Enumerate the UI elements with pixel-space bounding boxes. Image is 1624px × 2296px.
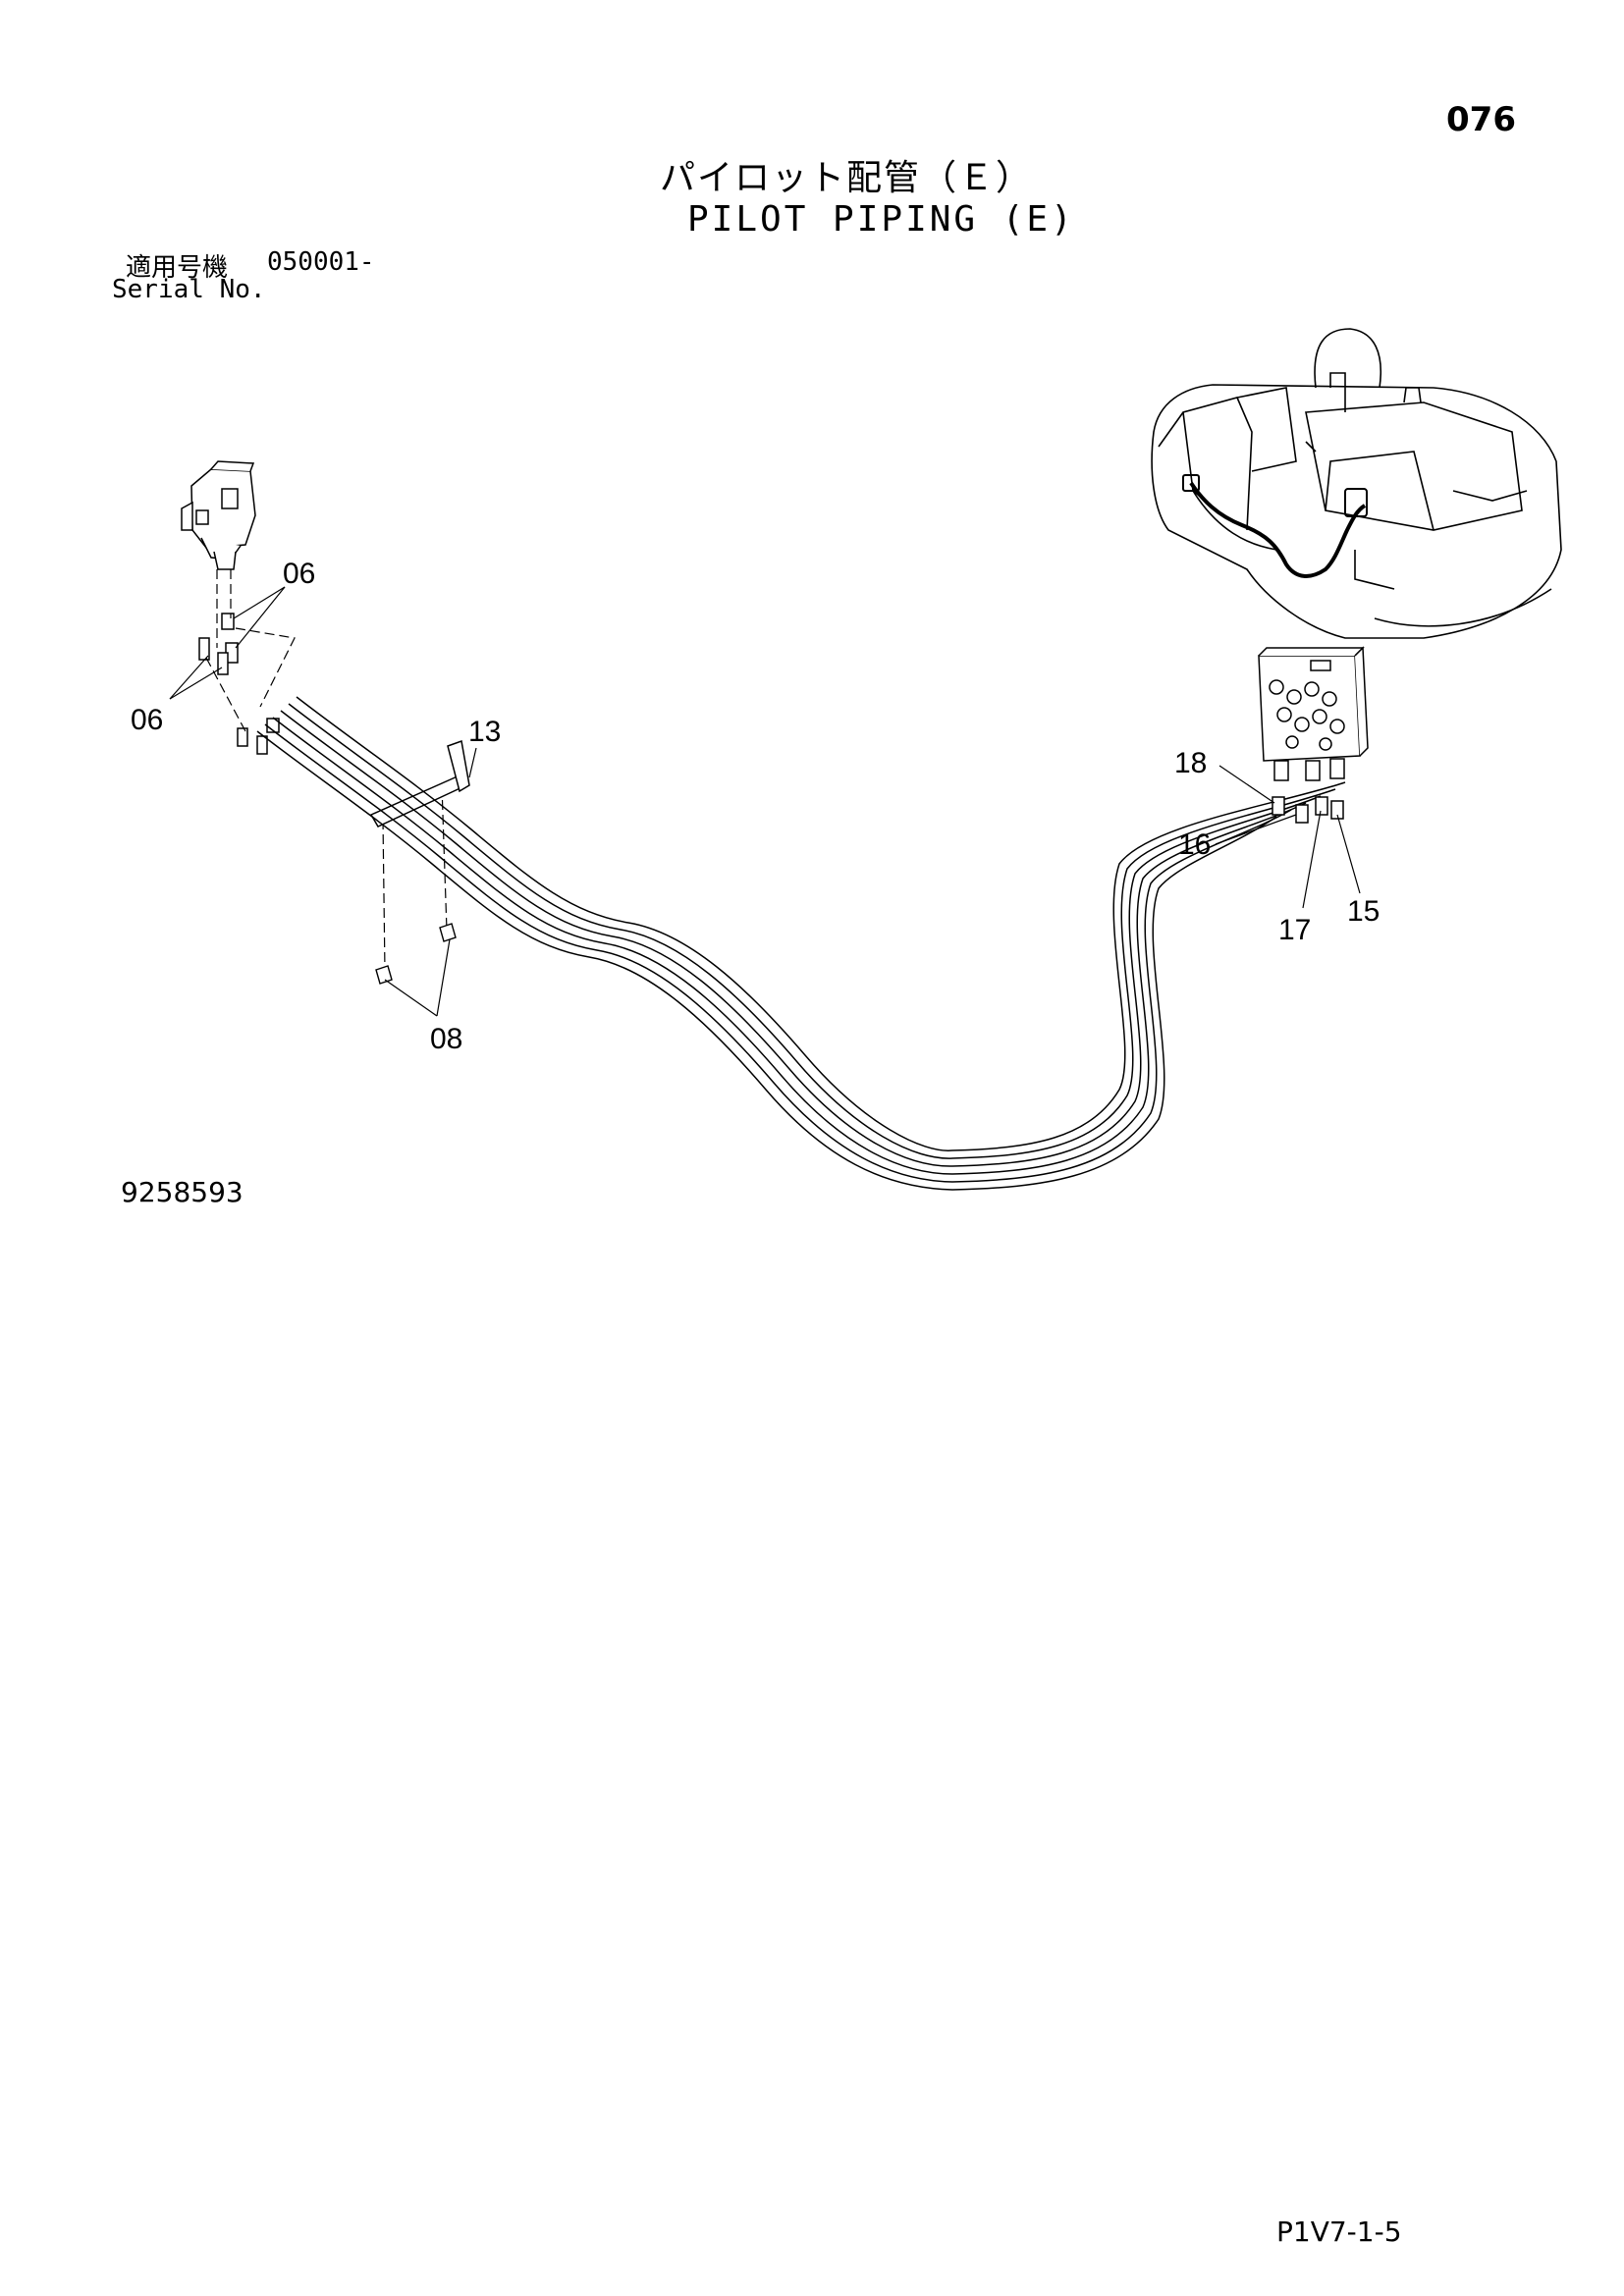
callout-13: 13 xyxy=(468,716,501,748)
callout-06-lower: 06 xyxy=(131,704,163,736)
callout-15: 15 xyxy=(1347,895,1380,928)
callout-08: 08 xyxy=(430,1023,462,1055)
fittings-group xyxy=(198,613,280,755)
callout-17: 17 xyxy=(1278,914,1311,946)
title-english: PILOT PIPING (E) xyxy=(687,199,1075,240)
dashed-leader-lines xyxy=(205,569,448,973)
control-valve-right xyxy=(1258,646,1369,781)
page-number: 076 xyxy=(1446,100,1516,139)
drawing-number: 9258593 xyxy=(121,1176,244,1208)
hose-end-fittings xyxy=(1272,796,1344,824)
callout-06-upper: 06 xyxy=(283,558,315,590)
bolts xyxy=(375,923,457,985)
reference-code: P1V7-1-5 xyxy=(1276,2216,1402,2248)
callout-18: 18 xyxy=(1174,747,1207,779)
serial-number-value: 050001- xyxy=(267,247,375,277)
pilot-valve-left xyxy=(181,460,256,570)
callout-leaders xyxy=(169,586,1361,1017)
pilot-hose-route-highlight xyxy=(1189,481,1367,578)
callout-16: 16 xyxy=(1178,828,1211,861)
pilot-hose-bundle xyxy=(256,696,1346,1191)
serial-label-japanese: 適用号機 xyxy=(126,253,229,283)
title-japanese: パイロット配管（Ｅ） xyxy=(660,158,1034,198)
valve-block-highlight xyxy=(1182,474,1368,517)
excavator-overview-illustration xyxy=(1151,328,1562,639)
serial-label-english: Serial No. xyxy=(112,275,266,304)
